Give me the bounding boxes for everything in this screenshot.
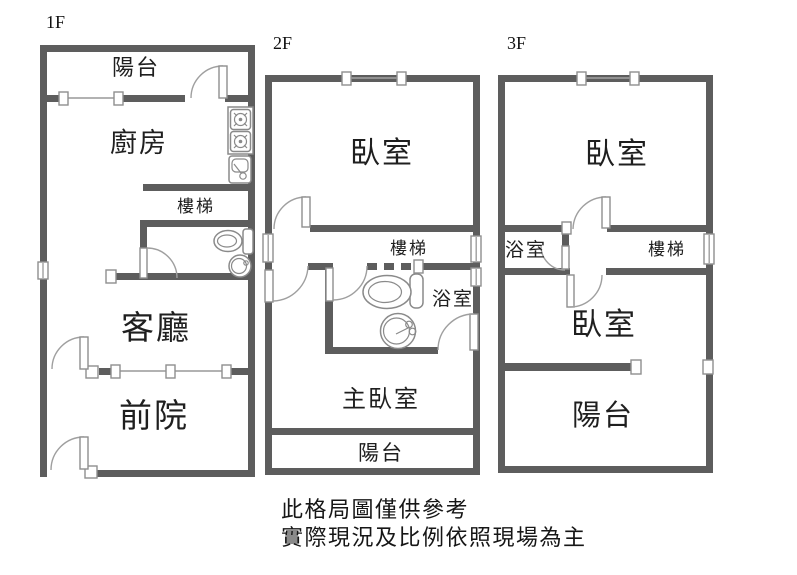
room-label-3f-stairs: 樓梯 bbox=[648, 240, 686, 259]
windows bbox=[37, 91, 232, 379]
wash-basin-icon bbox=[379, 312, 417, 350]
door-bathroom-2f bbox=[325, 265, 368, 302]
door-bedroom-2f bbox=[273, 196, 311, 230]
toilet-icon bbox=[213, 228, 254, 255]
disclaimer-line1: 此格局圖僅供參考 bbox=[281, 497, 470, 522]
walls bbox=[265, 75, 480, 475]
room-label-1f-balcony: 陽台 bbox=[112, 55, 161, 80]
doors bbox=[264, 196, 479, 351]
door-bathroom-master-2f bbox=[437, 313, 479, 351]
room-label-1f-kitchen: 廚房 bbox=[110, 128, 168, 158]
door-balcony-1f bbox=[190, 65, 228, 99]
room-label-2f-bedroom: 臥室 bbox=[350, 137, 414, 170]
doors bbox=[50, 65, 228, 479]
room-label-1f-front-yard: 前院 bbox=[119, 397, 189, 434]
door-living-front-1f bbox=[51, 336, 89, 370]
doors bbox=[540, 196, 611, 308]
room-label-3f-bathroom: 浴室 bbox=[505, 240, 548, 261]
door-front-yard-1f bbox=[50, 436, 89, 471]
floor-label-2f: 2F bbox=[273, 33, 293, 53]
door-bathroom-3f bbox=[540, 245, 570, 271]
kitchen-sink-icon bbox=[228, 155, 252, 184]
door-bedroom-lower-3f bbox=[566, 274, 603, 308]
room-label-2f-balcony: 陽台 bbox=[358, 442, 404, 465]
floor-2f-plan bbox=[262, 71, 482, 475]
door-bathroom-1f bbox=[139, 247, 178, 279]
floor-1f-plan bbox=[37, 45, 255, 479]
room-label-3f-bedroom-lower: 臥室 bbox=[571, 307, 637, 342]
room-label-3f-bedroom-upper: 臥室 bbox=[585, 138, 649, 171]
floor-3f-plan bbox=[498, 71, 715, 473]
windows bbox=[262, 71, 482, 287]
floor-label-1f: 1F bbox=[46, 12, 66, 32]
room-label-2f-stairs: 樓梯 bbox=[390, 239, 428, 258]
wash-basin-icon bbox=[228, 254, 252, 278]
door-bedroom-upper-3f bbox=[572, 196, 611, 230]
stove-icon bbox=[227, 106, 254, 155]
toilet-icon bbox=[362, 273, 424, 310]
windows bbox=[561, 71, 715, 375]
room-label-2f-master: 主臥室 bbox=[342, 386, 420, 413]
floor-label-3f: 3F bbox=[507, 33, 527, 53]
room-label-3f-balcony: 陽台 bbox=[572, 400, 635, 432]
disclaimer: 此格局圖僅供參考 實際現況及比例依照現場為主 bbox=[281, 496, 587, 552]
room-label-1f-stairs: 樓梯 bbox=[177, 197, 215, 216]
room-label-2f-bathroom: 浴室 bbox=[432, 289, 475, 310]
door-hallway-2f bbox=[264, 265, 309, 303]
walls bbox=[40, 45, 255, 477]
room-label-1f-living: 客廳 bbox=[121, 309, 191, 346]
disclaimer-line2: 實際現況及比例依照現場為主 bbox=[281, 525, 587, 550]
